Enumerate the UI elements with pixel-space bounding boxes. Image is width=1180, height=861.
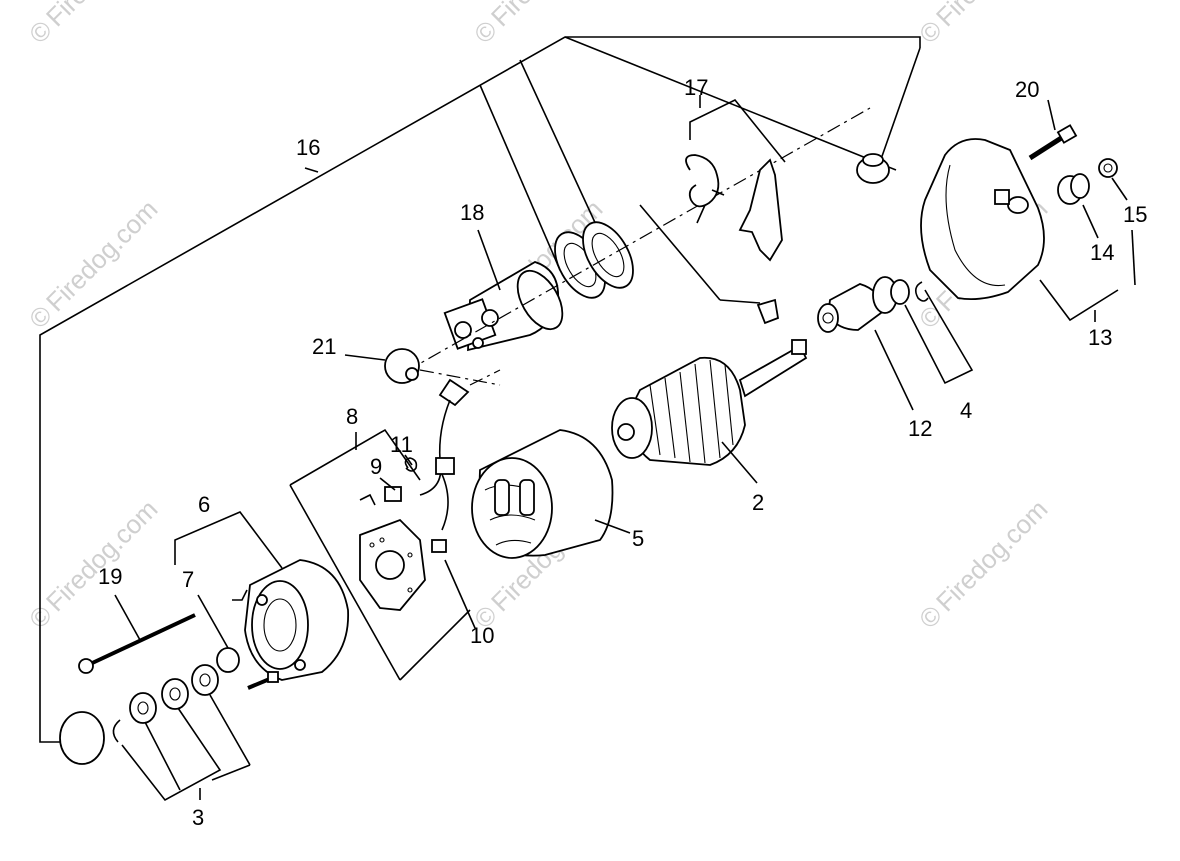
watermark: Firedog.com — [930, 0, 1053, 32]
grommet-icon — [856, 153, 890, 184]
brush-holder-icon — [359, 518, 426, 611]
spring-icon — [404, 457, 418, 472]
nut-icon — [1098, 158, 1118, 178]
pinion-clutch-icon — [817, 276, 898, 333]
gasket-icon — [554, 221, 634, 299]
callout-20: 20 — [1015, 77, 1039, 102]
callout-6: 6 — [198, 492, 210, 517]
solenoid-icon — [443, 261, 564, 352]
callout-9: 9 — [370, 454, 382, 479]
shift-lever-icon — [685, 154, 783, 262]
brush-icon — [359, 486, 402, 506]
leader-lines — [114, 95, 1136, 802]
spring-icon — [756, 298, 780, 325]
rear-cover-icon — [232, 559, 349, 681]
callout-10: 10 — [470, 623, 494, 648]
watermark: Firedog.com — [40, 0, 163, 32]
watermark: Firedog.com — [930, 494, 1053, 617]
front-housing-icon — [920, 138, 1045, 301]
watermark: Firedog.com — [40, 194, 163, 317]
callout-2: 2 — [752, 490, 764, 515]
callout-18: 18 — [460, 200, 484, 225]
washer-set-icon — [112, 664, 219, 743]
callout-11: 11 — [390, 432, 413, 457]
watermark: Firedog.com — [40, 494, 163, 617]
callout-4: 4 — [960, 398, 972, 423]
kit-bracket-icon — [39, 36, 921, 743]
callout-8: 8 — [346, 404, 358, 429]
bushing-icon — [216, 647, 240, 673]
callouts: 2 3 4 5 6 7 8 9 10 11 12 13 14 15 16 17 … — [98, 75, 1147, 830]
brush-lead-icon — [419, 378, 470, 553]
watermark: Firedog.com — [485, 0, 608, 32]
cap-icon — [384, 348, 420, 384]
bolt-icon — [1028, 124, 1078, 161]
yoke-icon — [471, 429, 614, 559]
bolt-icon — [247, 671, 279, 690]
callout-7: 7 — [182, 567, 194, 592]
callout-14: 14 — [1090, 240, 1114, 265]
callout-13: 13 — [1088, 325, 1112, 350]
callout-16: 16 — [296, 135, 320, 160]
callout-17: 17 — [684, 75, 708, 100]
callout-3: 3 — [192, 805, 204, 830]
callout-15: 15 — [1123, 202, 1147, 227]
cap-icon — [59, 711, 105, 765]
callout-5: 5 — [632, 526, 644, 551]
callout-12: 12 — [908, 416, 932, 441]
washer-ring-icon — [890, 279, 929, 305]
callout-21: 21 — [312, 334, 336, 359]
bushing-icon — [1057, 173, 1090, 205]
through-bolt-icon — [78, 613, 196, 674]
callout-19: 19 — [98, 564, 122, 589]
armature-icon — [611, 339, 808, 466]
